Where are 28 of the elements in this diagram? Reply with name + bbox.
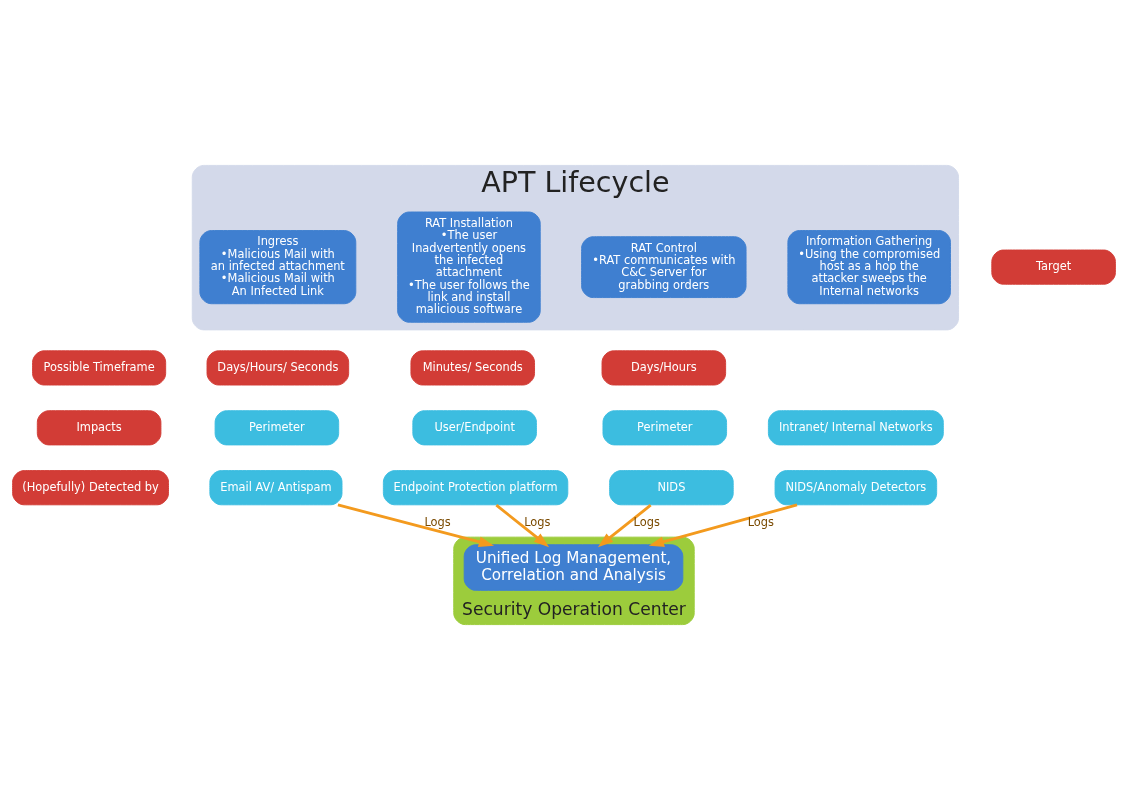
arrow: [495, 503, 550, 547]
node-box: NIDS/Anomaly Detectors: [774, 469, 938, 505]
node-box: Unified Log Management, Correlation and Analysis: [463, 543, 684, 591]
node-box: Information Gathering •Using the compromised host as a hop the attacker sweeps the Internal networks: [787, 229, 951, 304]
edge-label: Logs: [424, 514, 451, 529]
node-box: Target: [991, 249, 1116, 285]
edge-label: Logs: [524, 514, 551, 529]
node-box: Days/Hours: [601, 349, 727, 385]
node-box: Intranet/ Internal Networks: [767, 409, 944, 445]
node-box: Possible Timeframe: [32, 349, 167, 385]
node-box: NIDS: [609, 469, 734, 505]
node-box: User/Endpoint: [412, 409, 537, 445]
arrow: [648, 503, 798, 547]
node-box: Perimeter: [214, 409, 340, 445]
node-box: Email AV/ Antispam: [209, 469, 343, 505]
node-box: Minutes/ Seconds: [410, 349, 535, 385]
node-box: Ingress •Malicious Mail with an infected attachment •Malicious Mail with An Infected Link: [199, 229, 357, 304]
node-box: Perimeter: [602, 409, 728, 445]
arrow: [337, 503, 494, 547]
edge-label: Logs: [747, 514, 774, 529]
arrow: [597, 503, 652, 547]
node-box: Impacts: [36, 409, 162, 445]
edge-label: Logs: [633, 514, 660, 529]
node-box: (Hopefully) Detected by: [12, 469, 169, 505]
node-box: RAT Installation •The user Inadvertently opens the infected attachment •The user follows the link and install malicious software: [397, 211, 541, 323]
node-box: Days/Hours/ Seconds: [206, 349, 350, 385]
node-box: Endpoint Protection platform: [382, 469, 569, 505]
node-box: RAT Control •RAT communicates with C&C Server for grabbing orders: [581, 235, 747, 298]
